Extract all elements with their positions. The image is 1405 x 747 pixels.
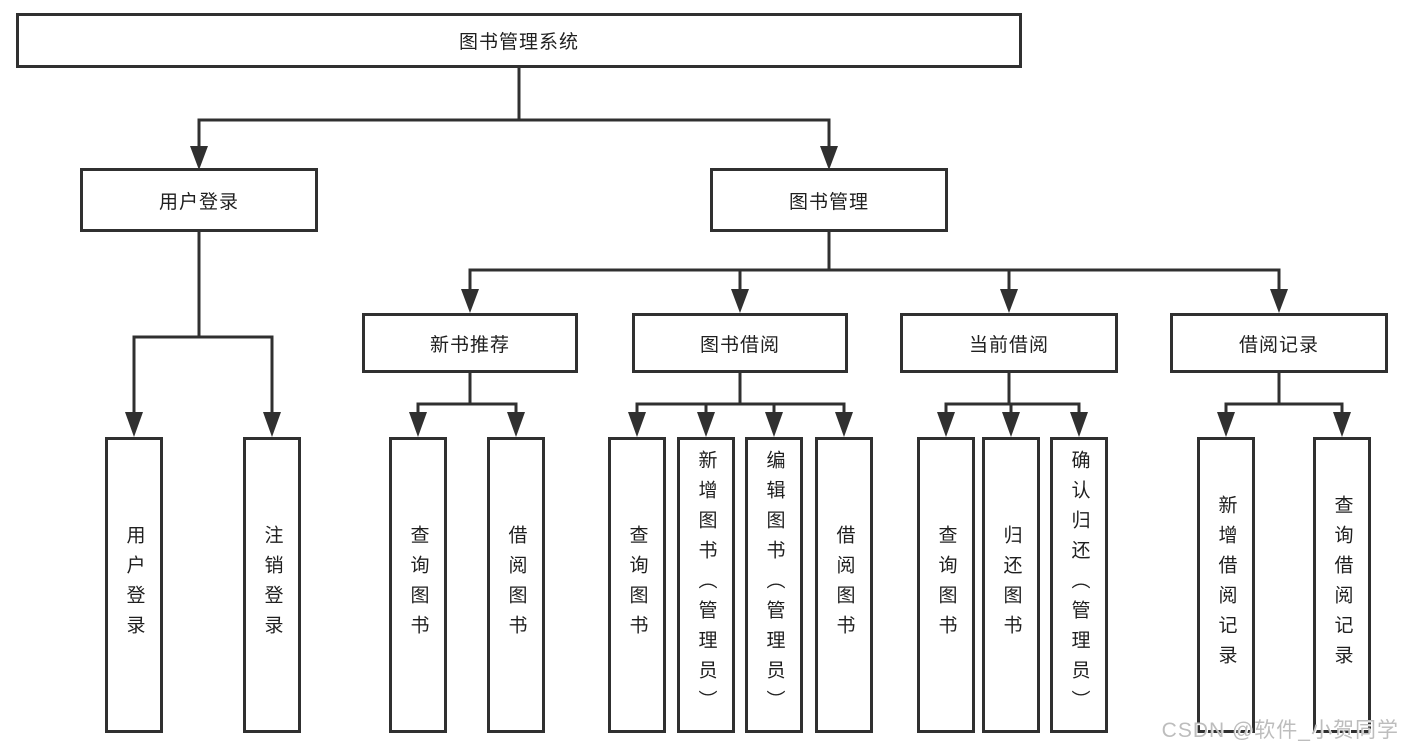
leaf-cb-confirm-return-admin: 确认归还（管理员） [1050, 437, 1108, 733]
leaf-cb-query-book-label: 查询图书 [935, 525, 957, 645]
node-user-login-label: 用户登录 [158, 191, 239, 213]
node-user-login: 用户登录 [80, 168, 318, 232]
csdn-watermark: CSDN @软件_小贺同学 [1161, 719, 1399, 742]
leaf-bb-edit-book-admin: 编辑图书（管理员） [745, 437, 803, 733]
leaf-bb-query-book: 查询图书 [608, 437, 666, 733]
leaf-br-query-record-label: 查询借阅记录 [1331, 495, 1353, 675]
node-current-borrowing-label: 当前借阅 [968, 334, 1049, 356]
leaf-bb-add-book-admin: 新增图书（管理员） [677, 437, 735, 733]
leaf-logout: 注销登录 [243, 437, 301, 733]
arrowheads [125, 146, 1351, 437]
node-book-borrowing: 图书借阅 [632, 313, 848, 373]
leaf-user-login: 用户登录 [105, 437, 163, 733]
leaf-cb-return-book-label: 归还图书 [1000, 525, 1022, 645]
leaf-rec-query-book: 查询图书 [389, 437, 447, 733]
leaf-bb-borrow-book: 借阅图书 [815, 437, 873, 733]
leaf-cb-query-book: 查询图书 [917, 437, 975, 733]
leaf-rec-borrow-book: 借阅图书 [487, 437, 545, 733]
node-book-borrowing-label: 图书借阅 [699, 334, 780, 356]
leaf-bb-edit-book-admin-label: 编辑图书（管理员） [763, 450, 785, 720]
leaf-br-query-record: 查询借阅记录 [1313, 437, 1371, 733]
node-book-management: 图书管理 [710, 168, 948, 232]
leaf-rec-query-book-label: 查询图书 [407, 525, 429, 645]
node-book-management-label: 图书管理 [788, 191, 869, 213]
leaf-cb-return-book: 归还图书 [982, 437, 1040, 733]
node-root-label: 图书管理系统 [458, 32, 579, 53]
leaf-rec-borrow-book-label: 借阅图书 [505, 525, 527, 645]
leaf-bb-add-book-admin-label: 新增图书（管理员） [695, 450, 717, 720]
node-new-book-recommend: 新书推荐 [362, 313, 578, 373]
leaf-br-add-record-label: 新增借阅记录 [1215, 495, 1237, 675]
leaf-logout-label: 注销登录 [261, 525, 283, 645]
leaf-cb-confirm-return-admin-label: 确认归还（管理员） [1068, 450, 1090, 720]
node-new-book-recommend-label: 新书推荐 [429, 334, 510, 356]
leaf-br-add-record: 新增借阅记录 [1197, 437, 1255, 733]
node-root: 图书管理系统 [16, 13, 1022, 68]
node-borrowing-records: 借阅记录 [1170, 313, 1388, 373]
node-borrowing-records-label: 借阅记录 [1238, 334, 1319, 356]
leaf-user-login-label: 用户登录 [123, 525, 145, 645]
node-current-borrowing: 当前借阅 [900, 313, 1118, 373]
leaf-bb-query-book-label: 查询图书 [626, 525, 648, 645]
leaf-bb-borrow-book-label: 借阅图书 [833, 525, 855, 645]
